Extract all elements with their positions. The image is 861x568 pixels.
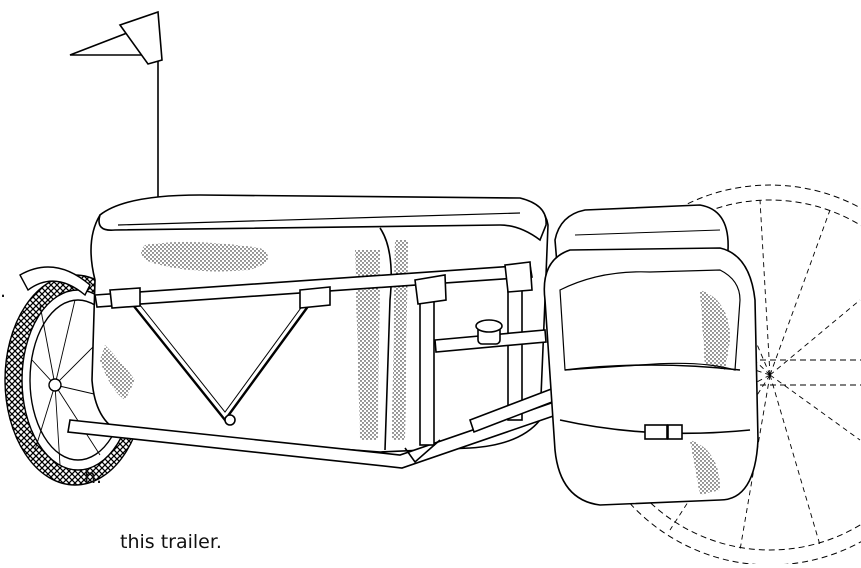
text-fragment-mid: h.	[84, 466, 103, 488]
text-fragment-bottom: this trailer.	[120, 531, 222, 553]
text-fragment-left: .	[0, 280, 7, 302]
trailer-frame	[67, 261, 579, 469]
pannier-bags	[543, 204, 759, 506]
flag	[69, 10, 163, 200]
